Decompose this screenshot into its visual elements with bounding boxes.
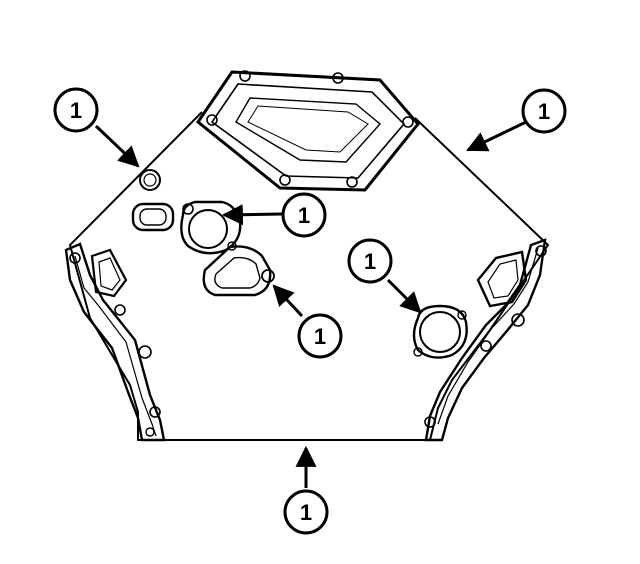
- cover-outline: [68, 111, 550, 441]
- callout-arrow: [221, 204, 283, 226]
- callout-upper-right: 1: [521, 88, 567, 134]
- callout-arrow: [272, 284, 304, 318]
- left-port-gasket: [131, 202, 175, 232]
- water-outlet-gasket-shape: [180, 200, 242, 255]
- svg-text:1: 1: [70, 98, 82, 123]
- left-rail-gasket: [64, 242, 166, 442]
- callout-arrow: [466, 120, 527, 152]
- callout-upper-left: 1: [53, 87, 99, 133]
- bypass-port-gasket: [202, 245, 275, 297]
- callout-water-outlet: 1: [281, 192, 327, 238]
- callout-arrow: [386, 278, 422, 314]
- svg-text:1: 1: [538, 99, 550, 124]
- water-pump-gasket: [412, 304, 468, 359]
- callout-arrow: [94, 124, 140, 168]
- top-intake-gasket: [195, 70, 420, 192]
- right-rail-gasket: [424, 238, 547, 442]
- callout-bypass-port: 1: [297, 313, 343, 359]
- svg-text:1: 1: [300, 500, 312, 525]
- svg-text:1: 1: [364, 249, 376, 274]
- svg-text:1: 1: [314, 324, 326, 349]
- svg-text:1: 1: [298, 203, 310, 228]
- callout-water-pump: 1: [347, 238, 393, 284]
- small-o-ring: [139, 169, 161, 191]
- callout-bottom: 1: [283, 489, 329, 535]
